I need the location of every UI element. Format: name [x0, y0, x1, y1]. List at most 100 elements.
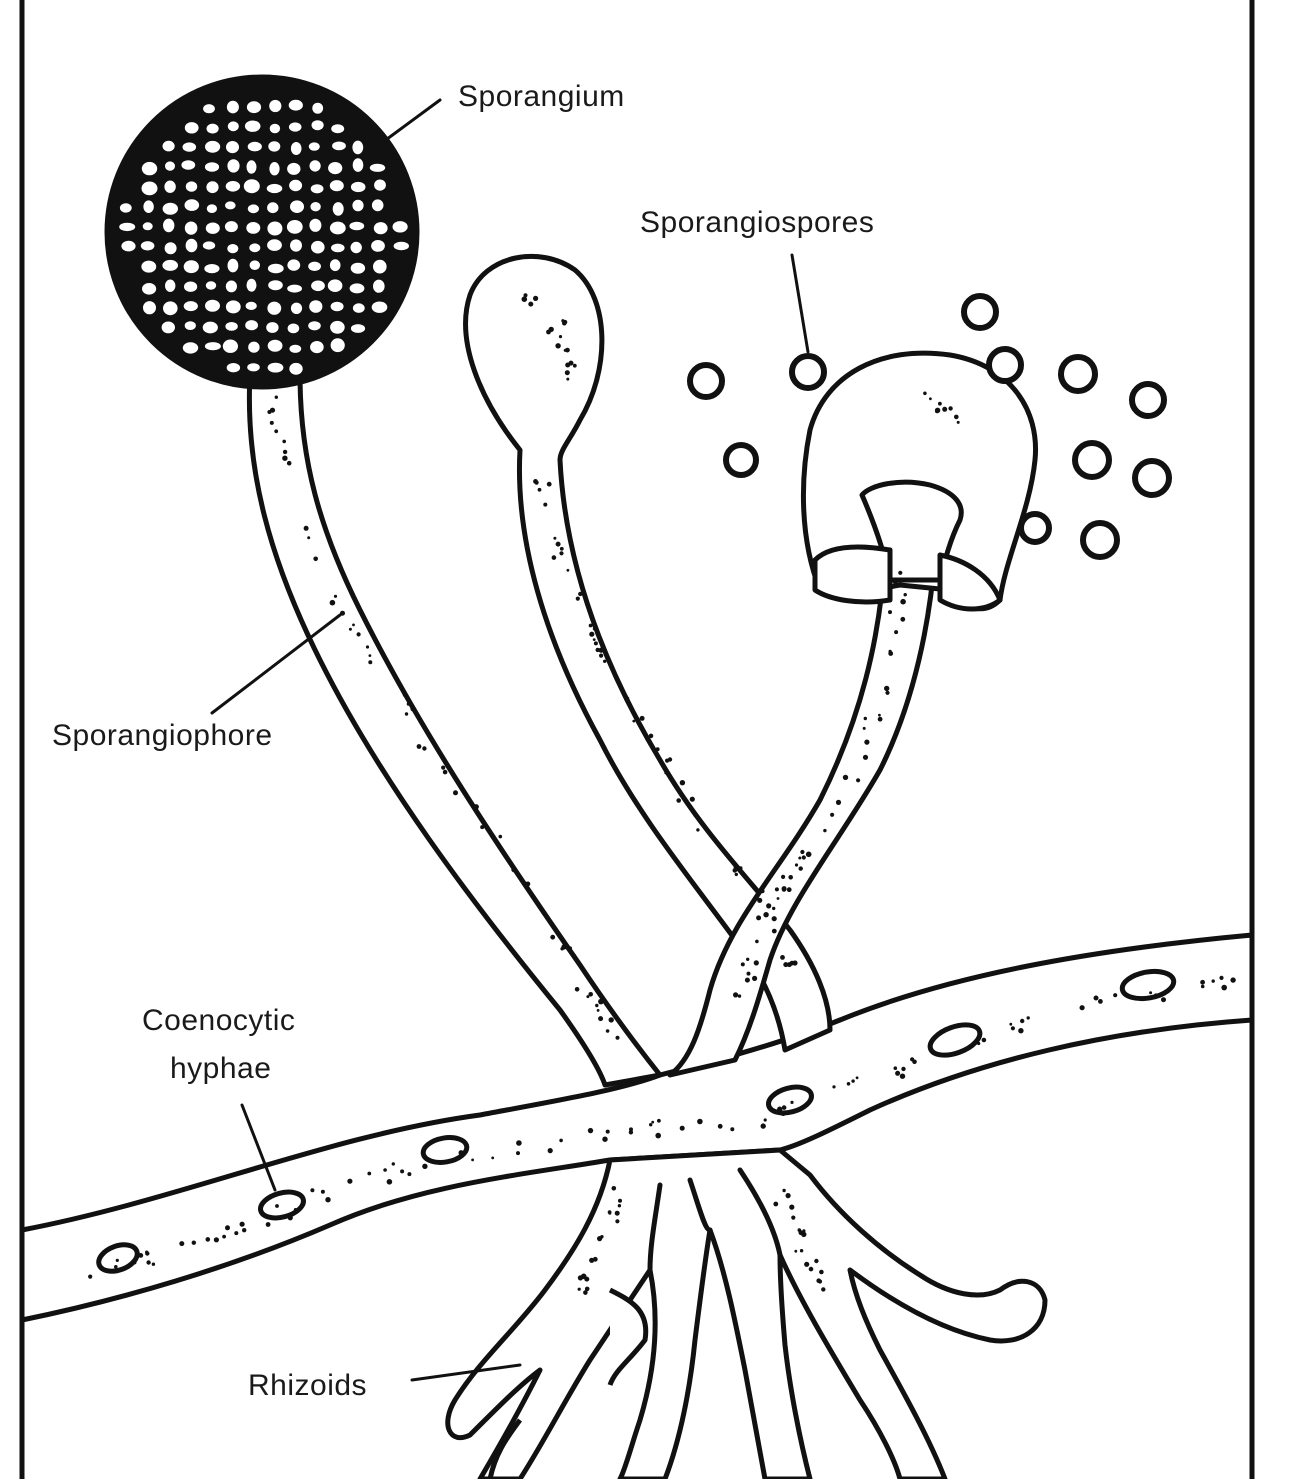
stipple-dot: [555, 541, 561, 547]
stipple-dot: [534, 480, 539, 485]
stipple-dot: [772, 906, 776, 911]
stipple-dot: [878, 713, 881, 717]
stipple-dot: [1230, 977, 1236, 983]
stipple-dot: [605, 1129, 610, 1134]
stipple-dot: [1149, 991, 1153, 995]
sporangium-cell: [308, 142, 320, 151]
label-sporangiospores: Sporangiospores: [640, 206, 874, 239]
sporangium-cell: [269, 99, 282, 113]
stipple-dot: [777, 1106, 783, 1112]
stipple-dot: [760, 889, 765, 894]
stipple-dot: [785, 1193, 791, 1199]
stipple-dot: [265, 1222, 271, 1227]
stipple-dot: [738, 866, 743, 870]
stipple-dot: [733, 865, 738, 869]
sporangium-cell: [164, 242, 177, 255]
sporangium-cell: [350, 181, 366, 193]
stipple-dot: [115, 1258, 119, 1262]
stipple-dot: [655, 1132, 661, 1139]
stipple-dot: [267, 410, 272, 414]
stipple-dot: [901, 1066, 906, 1072]
stipple-dot: [956, 420, 960, 424]
stipple-dot: [781, 874, 786, 880]
stipple-dot: [578, 591, 583, 597]
stipple-dot: [551, 555, 557, 560]
sporangium-cell: [161, 321, 175, 334]
sporangium-cell: [267, 362, 284, 373]
sporangium-cell: [308, 261, 321, 271]
stipple-dot: [862, 726, 866, 730]
stipple-dot: [607, 1210, 612, 1214]
stipple-dot: [310, 1188, 315, 1193]
sporangium-cell: [287, 284, 302, 293]
stipple-dot: [804, 1261, 810, 1267]
stipple-dot: [888, 651, 894, 656]
sporangium-cell: [162, 202, 178, 215]
sporangium-cell: [141, 161, 158, 176]
stipple-dot: [553, 536, 557, 540]
sporangium-cell: [184, 122, 199, 134]
sporangium-cell: [184, 221, 198, 235]
stipple-dot: [239, 1221, 245, 1227]
sporangium-cell: [267, 221, 283, 236]
sporangium-cell: [371, 240, 385, 252]
stipple-dot: [320, 1189, 325, 1194]
sporangium-cell: [266, 183, 283, 194]
sporangium-cell: [287, 162, 301, 175]
sporangium-cell: [247, 141, 262, 152]
sporangium-cell: [267, 239, 282, 251]
stipple-dot: [546, 481, 552, 487]
stipple-dot: [903, 593, 907, 597]
stipple-dot: [789, 960, 795, 966]
stipple-dot: [1153, 993, 1159, 998]
stipple-dot: [649, 1123, 653, 1127]
sporangium-cell: [309, 218, 322, 232]
stipple-dot: [559, 551, 564, 556]
stipple-dot: [286, 460, 292, 466]
stipple-dot: [422, 746, 427, 751]
stipple-dot: [791, 1215, 796, 1220]
stipple-dot: [771, 928, 777, 934]
stipple-dot: [561, 319, 565, 323]
sporangium-cell: [309, 160, 321, 172]
leader-lines: [210, 98, 810, 1382]
stipple-dot: [981, 1037, 987, 1043]
stipple-dot: [697, 1118, 703, 1125]
stipple-dot: [191, 1240, 196, 1245]
sporangium-cell: [352, 140, 364, 155]
sporangium-cell: [119, 203, 132, 213]
stipple-dot: [756, 915, 762, 921]
sporangiospores: [687, 293, 1172, 560]
sporangium-cell: [185, 238, 198, 253]
stipple-dot: [287, 1215, 293, 1221]
stipple-dot: [471, 1158, 474, 1162]
stipple-dot: [710, 833, 714, 837]
sporangiophore-left: [246, 372, 663, 1088]
sporangium-cell: [246, 222, 261, 234]
stipple-dot: [629, 1127, 633, 1132]
stipple-dot: [559, 546, 564, 551]
stipple-dot: [498, 834, 503, 839]
stipple-dot: [923, 391, 927, 396]
stipple-dot: [151, 1262, 156, 1266]
sporangium-cell: [121, 240, 136, 252]
stipple-dot: [1010, 1026, 1016, 1031]
stipple-dot: [776, 897, 780, 900]
stipple-dot: [935, 409, 939, 414]
sporangium-cell: [350, 262, 366, 274]
sporangium-cell: [246, 101, 262, 114]
stipple-dot: [821, 1287, 826, 1292]
stipple-dot: [801, 1231, 807, 1238]
sporangium-cell: [226, 363, 241, 373]
stipple-dot: [851, 1079, 855, 1083]
sporangium-cell: [374, 179, 386, 191]
stipple-dot: [766, 903, 772, 909]
stipple-dot: [400, 1169, 405, 1174]
stipple-dot: [592, 1256, 598, 1262]
stipple-dot: [625, 696, 630, 701]
sporangium-cell: [373, 259, 387, 274]
stipple-dot: [521, 296, 528, 303]
stipple-dot: [568, 946, 572, 950]
stipple-dot: [798, 856, 802, 860]
